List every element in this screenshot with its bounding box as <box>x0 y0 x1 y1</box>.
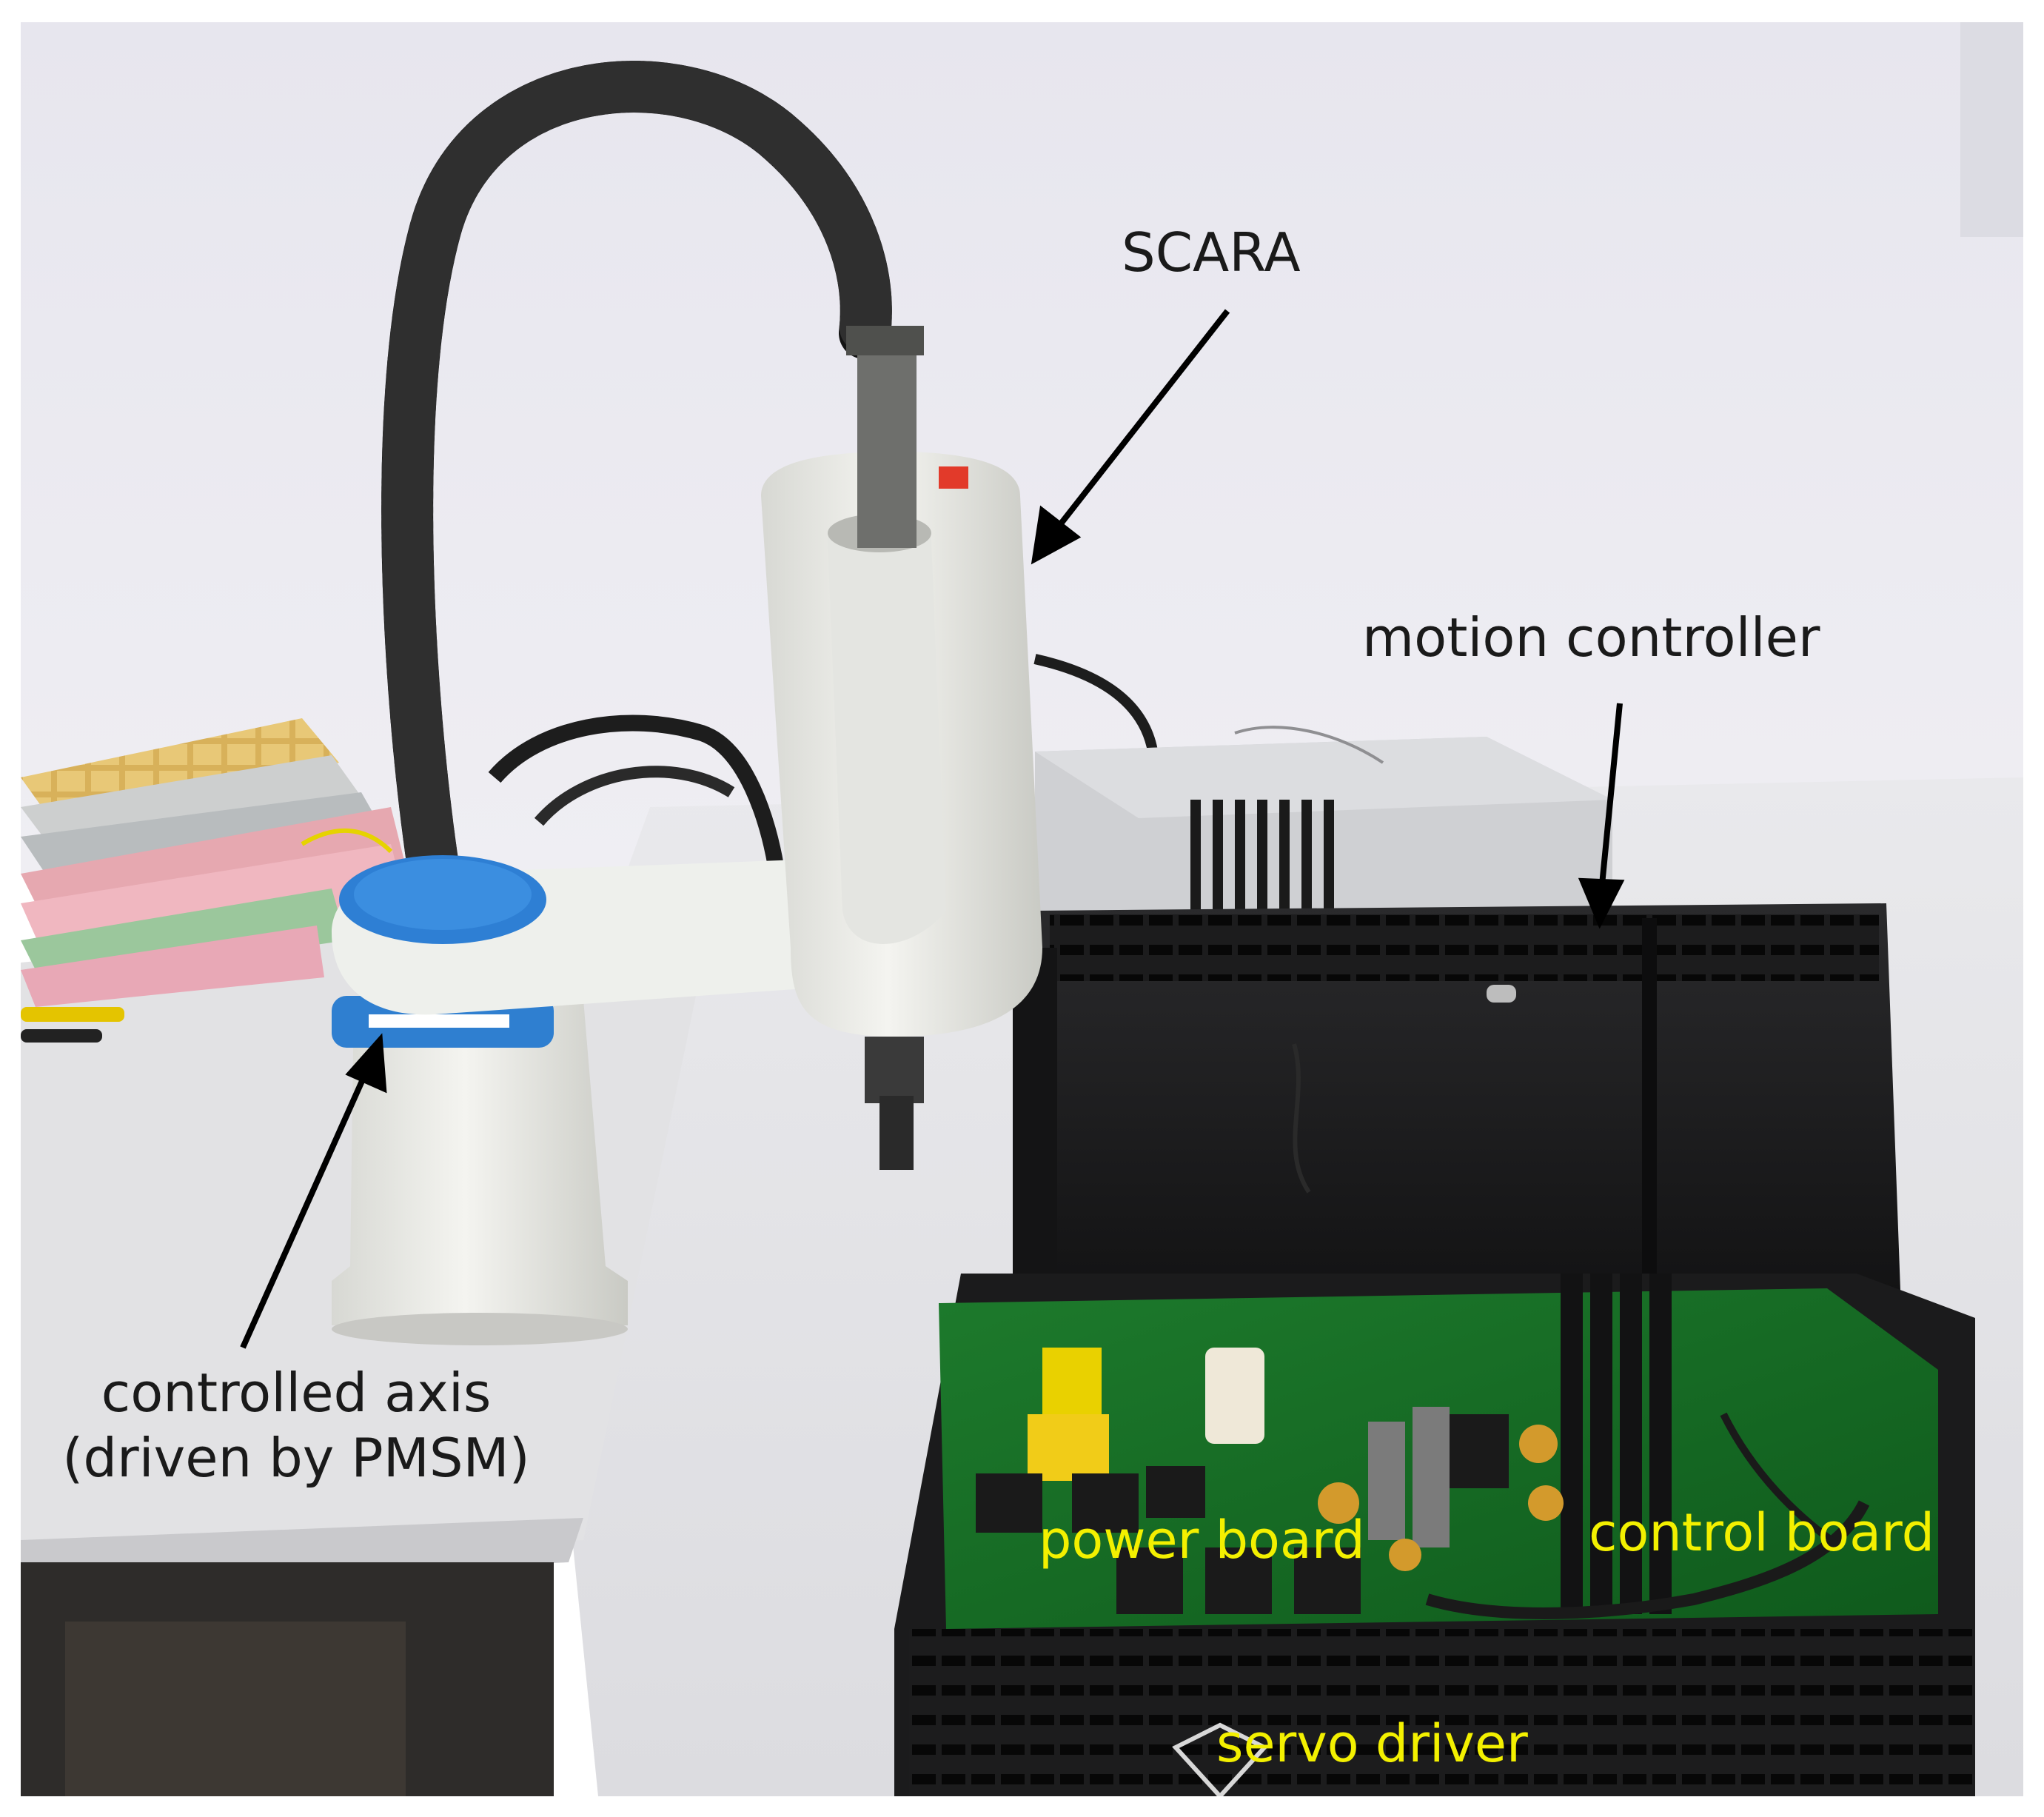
servo-driver <box>894 1274 1975 1796</box>
annotation-arrows <box>240 309 1625 1349</box>
scara-arrow <box>1051 309 1230 535</box>
label-power-board: power board <box>1039 1510 1365 1570</box>
motion-controller-arrow <box>1598 703 1623 893</box>
pliers <box>21 1007 124 1043</box>
scara-robot <box>332 61 1042 1345</box>
robot-base <box>332 1000 628 1325</box>
controlled-axis-arrow <box>240 1065 372 1349</box>
bundle-cables <box>488 715 784 868</box>
label-controlled-axis: controlled axis <box>101 1362 492 1424</box>
photo: SCARA motion controller controlled axis … <box>21 22 2023 1796</box>
label-scara: SCARA <box>1122 221 1301 284</box>
label-servo-driver: servo driver <box>1216 1713 1528 1774</box>
motion-controller-housing <box>1013 903 1901 1333</box>
under-table-box <box>65 1622 406 1796</box>
transformer <box>1042 1348 1102 1422</box>
scara-test-bench-scene <box>21 22 2023 1796</box>
label-driven-by-pmsm: (driven by PMSM) <box>62 1427 530 1489</box>
label-control-board: control board <box>1589 1502 1935 1563</box>
wall-corner-panel <box>1960 22 2023 237</box>
label-motion-controller: motion controller <box>1362 606 1820 669</box>
